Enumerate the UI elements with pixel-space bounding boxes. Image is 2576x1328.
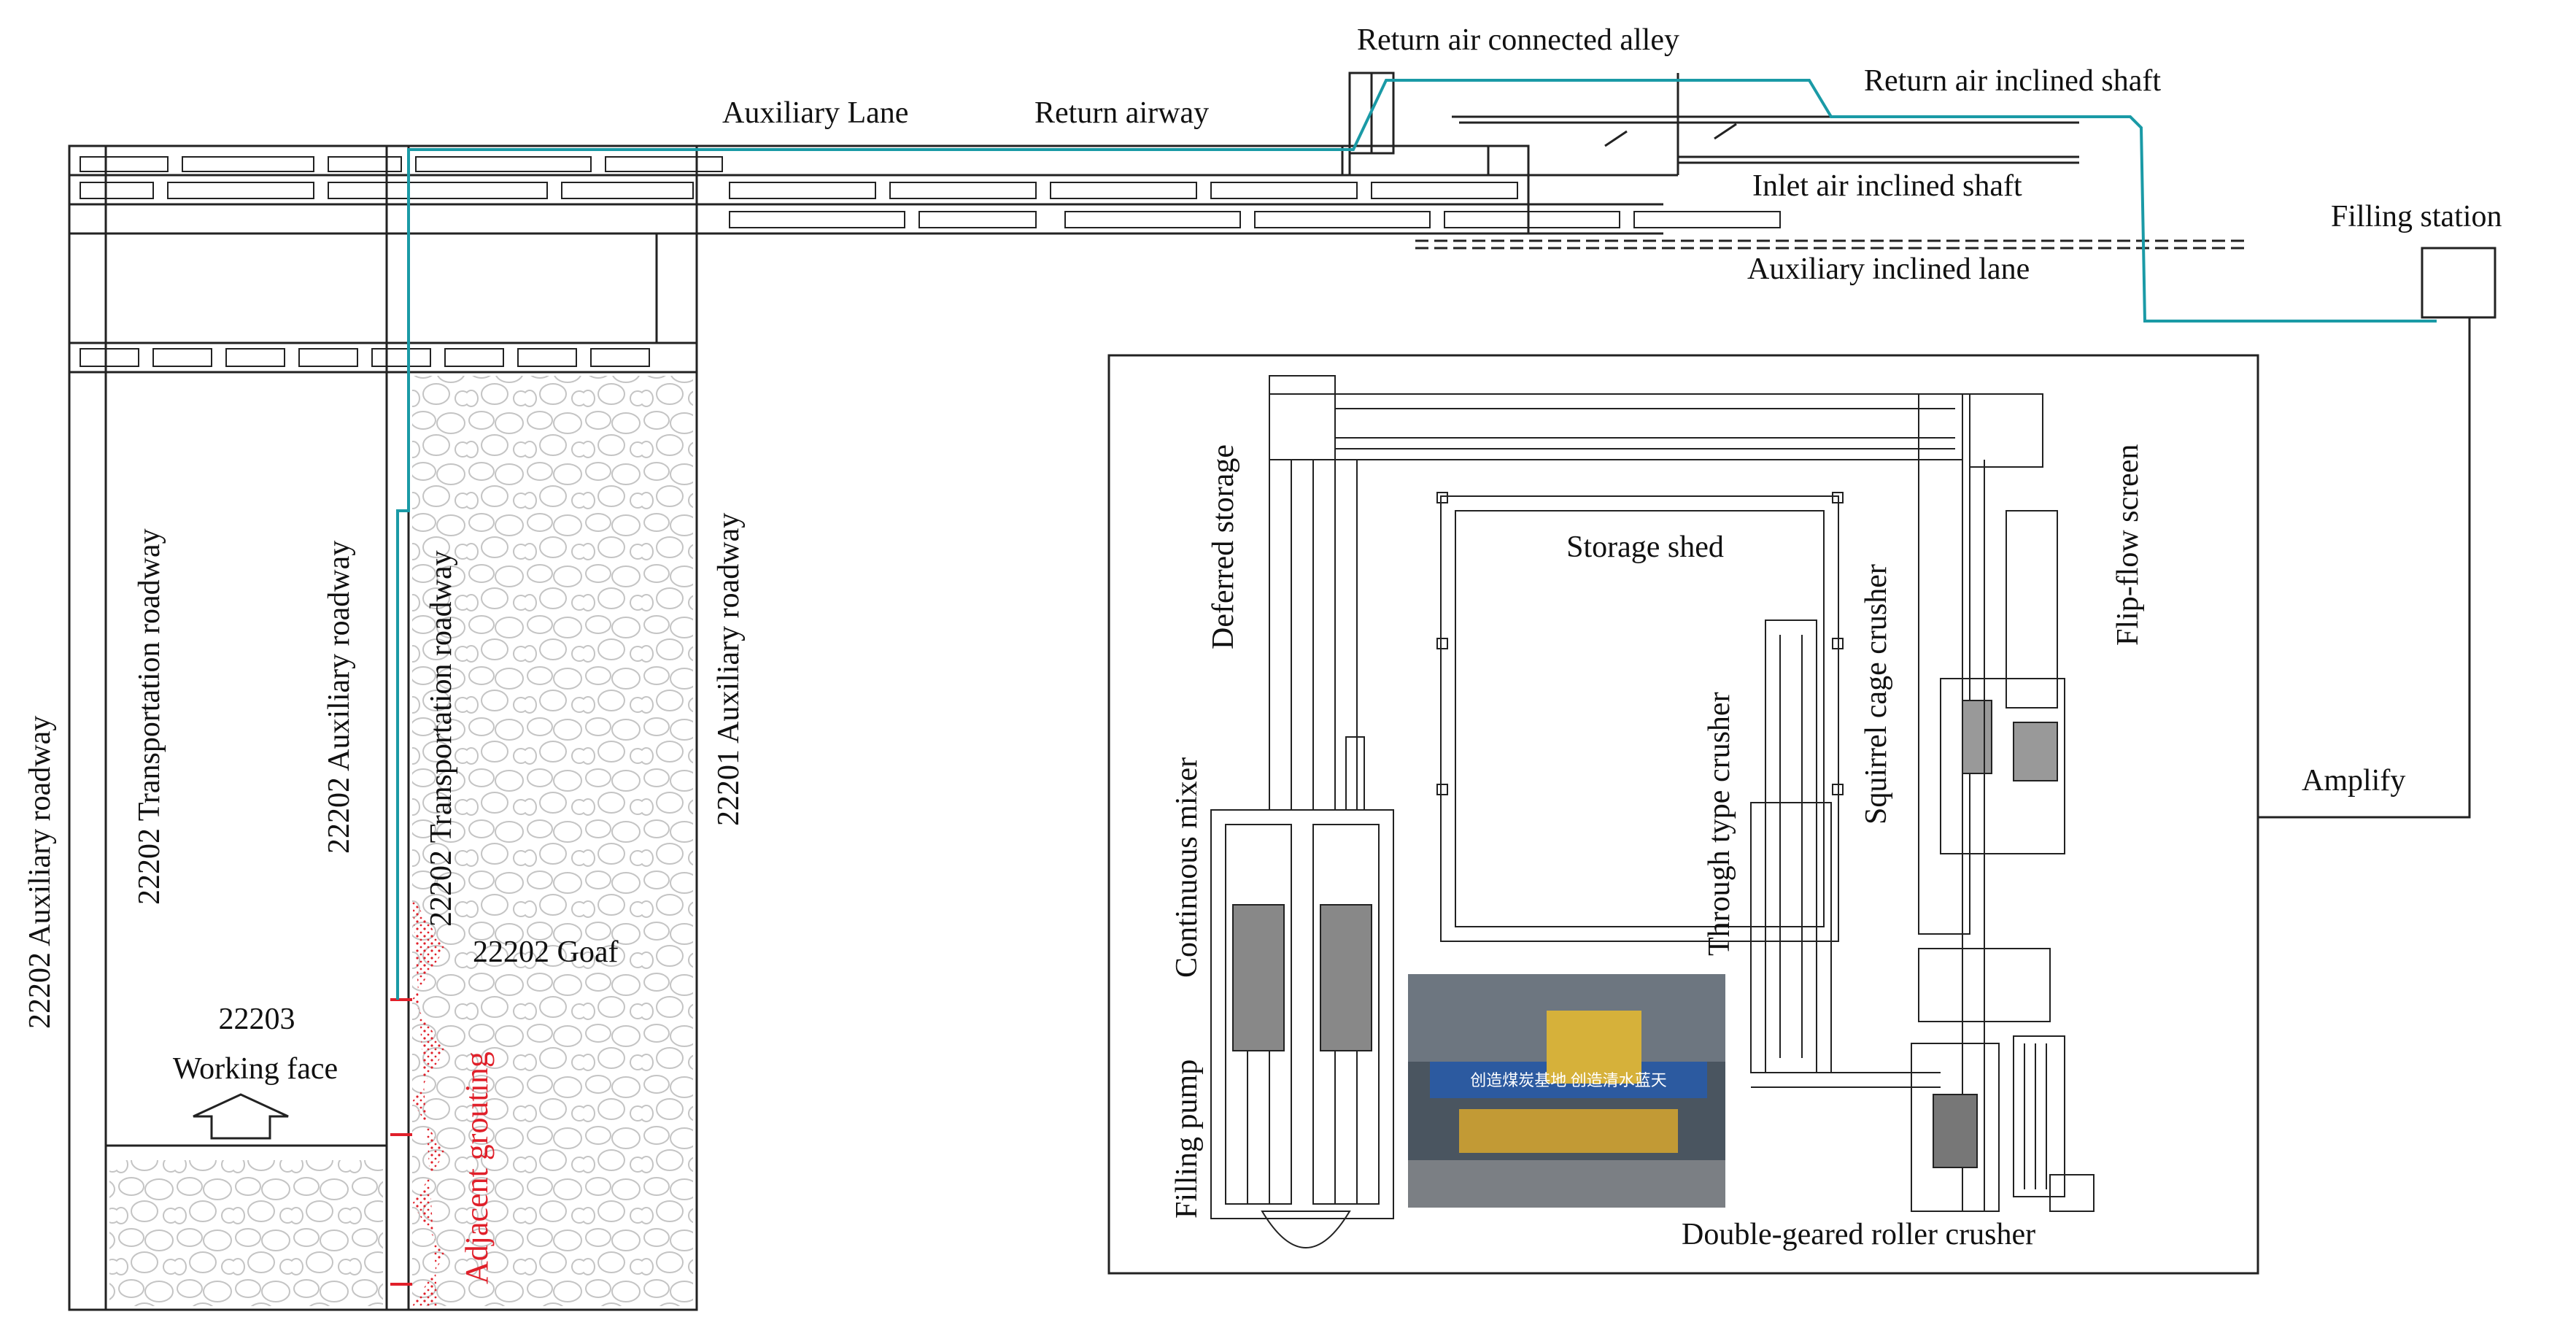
- advance-arrow: [193, 1093, 289, 1140]
- amplify-frame: [1107, 354, 2259, 1275]
- label-deferred-storage: Deferred storage: [1207, 444, 1240, 649]
- label-squirrel-cage-crusher: Squirrel cage crusher: [1860, 564, 1893, 825]
- label-22202-transport-roadway-left: 22202 Transportation roadway: [133, 528, 166, 905]
- label-amplify: Amplify: [2302, 764, 2405, 798]
- amplify-leader: [2258, 317, 2471, 819]
- label-return-airway: Return airway: [1034, 96, 1209, 130]
- label-continuous-mixer: Continuous mixer: [1170, 757, 1204, 978]
- label-filling-station: Filling station: [2331, 200, 2502, 233]
- label-22202-aux-roadway-mid: 22202 Auxiliary roadway: [322, 541, 356, 854]
- goaf-area: [109, 376, 693, 1306]
- label-storage-shed: Storage shed: [1566, 530, 1724, 564]
- label-22202-aux-roadway-left: 22202 Auxiliary roadway: [23, 716, 57, 1029]
- label-goaf: 22202 Goaf: [473, 935, 618, 969]
- label-22202-transport-roadway-mid: 22202 Transportation roadway: [425, 550, 458, 927]
- photo-banner-text: 创造煤炭基地 创造清水蓝天: [1470, 1071, 1667, 1089]
- label-filling-pump: Filling pump: [1170, 1059, 1204, 1219]
- label-22203: 22203: [219, 1003, 295, 1036]
- label-22201-aux-roadway: 22201 Auxiliary roadway: [712, 513, 746, 826]
- label-working-face: Working face: [173, 1052, 338, 1086]
- label-auxiliary-lane: Auxiliary Lane: [722, 96, 908, 130]
- label-through-type-crusher: Through type crusher: [1703, 692, 1736, 956]
- label-double-geared-roller-crusher: Double-geared roller crusher: [1682, 1218, 2035, 1251]
- label-flip-flow-screen: Flip-flow screen: [2111, 444, 2145, 646]
- label-auxiliary-inclined-lane: Auxiliary inclined lane: [1747, 252, 2030, 286]
- plant-photo: 创造煤炭基地 创造清水蓝天: [1408, 974, 1725, 1208]
- label-inlet-air-inclined-shaft: Inlet air inclined shaft: [1752, 169, 2022, 203]
- plant-equipment: [1210, 375, 2095, 1248]
- label-return-air-connected-alley: Return air connected alley: [1357, 23, 1679, 57]
- filling-station-box: [2421, 247, 2496, 319]
- label-adjacent-grouting: Adjacent grouting: [459, 1051, 495, 1284]
- grout-points: [390, 998, 412, 1286]
- filling-pipeline: [396, 79, 2437, 1000]
- label-return-air-inclined-shaft: Return air inclined shaft: [1864, 64, 2161, 98]
- mine-roadways: [68, 72, 2247, 1311]
